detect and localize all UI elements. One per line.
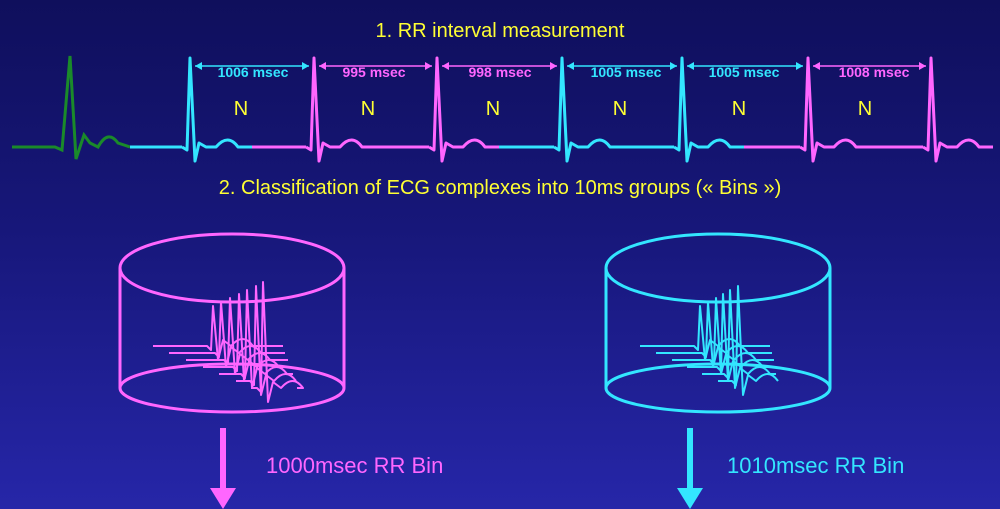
ecg-first-beat [12,56,130,159]
heading-classification: 2. Classification of ECG complexes into … [0,177,1000,200]
heading-rr-measurement: 1. RR interval measurement [0,20,1000,43]
bin-label-1000: 1000msec RR Bin [266,453,443,479]
bin-right-complex-1 [640,306,770,360]
beat-label-3: N [473,98,513,121]
bin-right-bottom-rim [606,364,830,412]
beat-label-1: N [221,98,261,121]
bin-left-top-rim [120,234,344,302]
beat-label-6: N [845,98,885,121]
bin-right-arrow-head [677,488,703,509]
bin-left-arrow-head [210,488,236,509]
beat-label-2: N [348,98,388,121]
interval-label-2: 995 msec [314,64,434,80]
bin-left-arrow-shaft [220,428,226,490]
bin-right-cylinder [606,234,830,412]
bin-right-arrow-shaft [687,428,693,490]
bin-left-bottom-rim [120,364,344,412]
bin-label-1010: 1010msec RR Bin [727,453,904,479]
interval-label-3: 998 msec [440,64,560,80]
interval-label-1: 1006 msec [193,64,313,80]
beat-label-4: N [600,98,640,121]
beat-label-5: N [719,98,759,121]
interval-label-6: 1008 msec [814,64,934,80]
bin-left-cylinder [120,234,344,412]
interval-label-5: 1005 msec [684,64,804,80]
interval-label-4: 1005 msec [566,64,686,80]
bin-right-top-rim [606,234,830,302]
